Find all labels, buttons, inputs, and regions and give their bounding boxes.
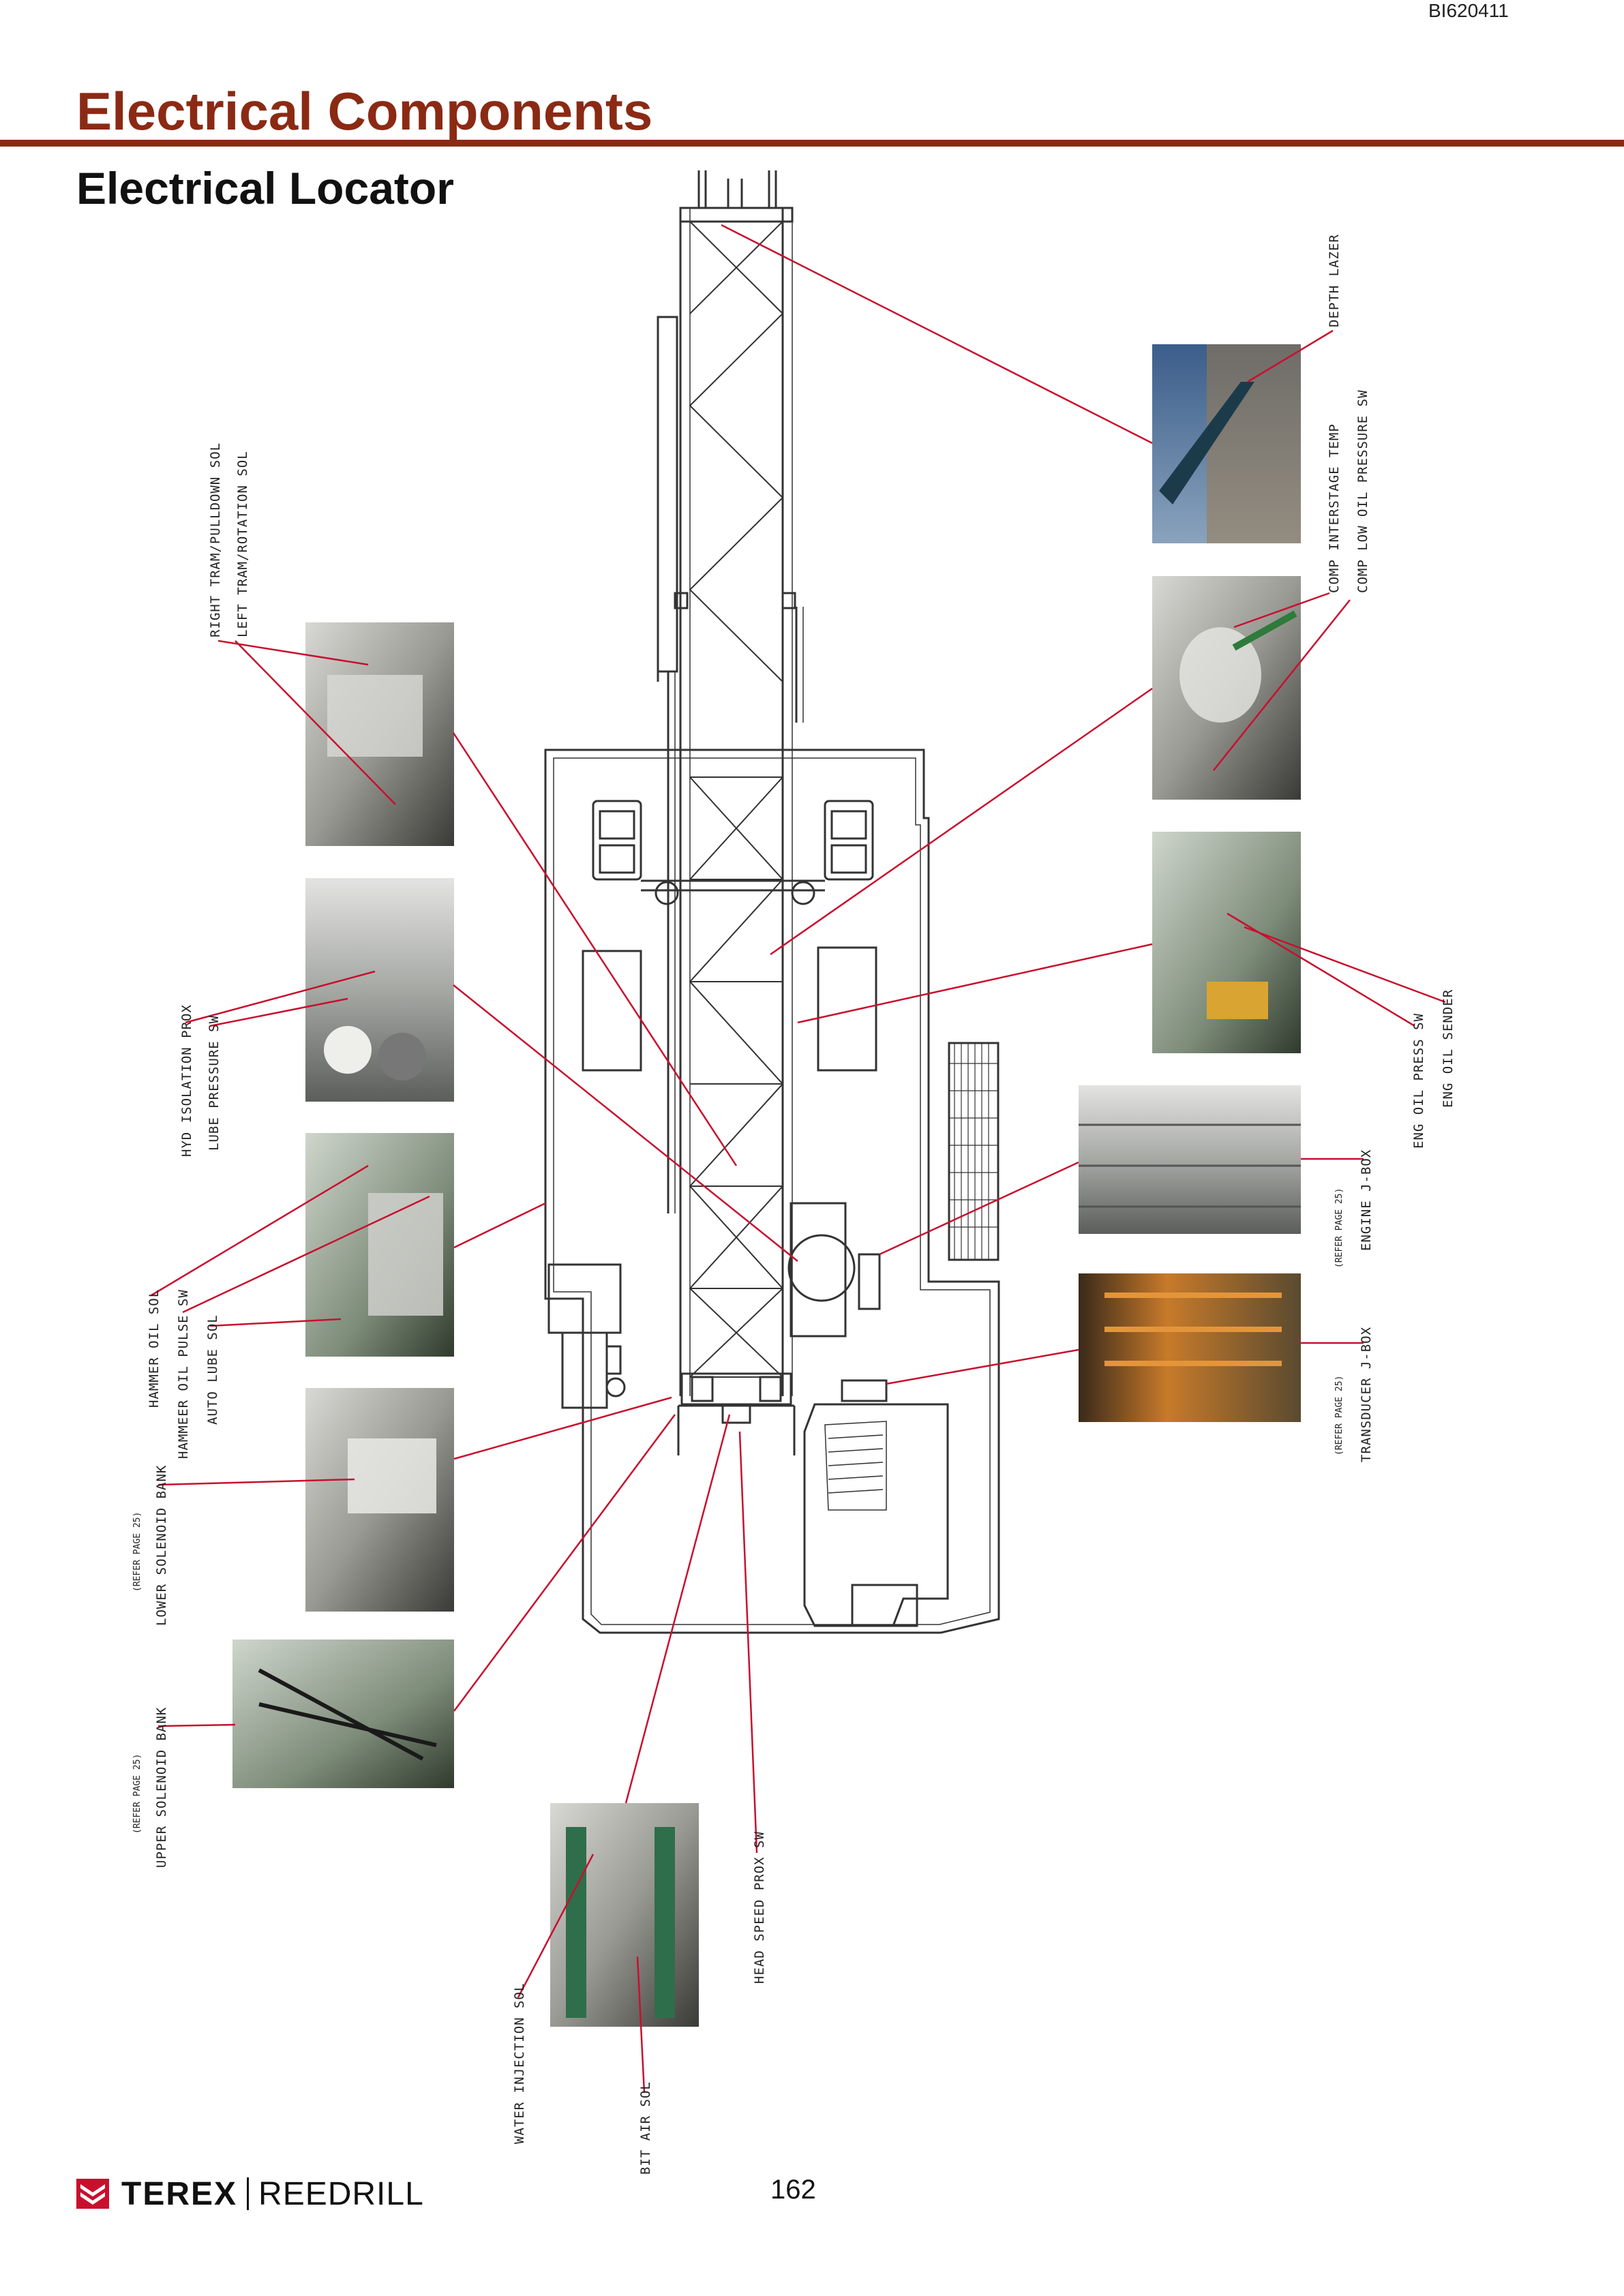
label-lube-pressure-sw: LUBE PRESSURE SW: [207, 1015, 222, 1151]
label-engine-jbox: ENGINE J-BOX: [1359, 1149, 1374, 1251]
label-upper-solenoid-ref: (REFER PAGE 25): [132, 1754, 142, 1834]
label-comp-low-oil-pressure-sw: COMP LOW OIL PRESSURE SW: [1355, 389, 1370, 593]
label-hammer-oil-pulse-sw: HAMMEER OIL PULSE SW: [176, 1289, 191, 1459]
photo-depth-lazer: [1152, 344, 1301, 543]
label-upper-solenoid-bank: UPPER SOLENOID BANK: [154, 1707, 169, 1868]
photo-water-bit-air: [550, 1803, 699, 2027]
page-title: Electrical Components: [76, 81, 653, 141]
label-right-tram-pulldown-sol: RIGHT TRAM/PULLDOWN SOL: [208, 442, 223, 637]
label-hammer-oil-sol: HAMMER OIL SOL: [147, 1289, 162, 1408]
label-eng-oil-press-sw: ENG OIL PRESS SW: [1411, 1013, 1426, 1149]
label-bit-air-sol: BIT AIR SOL: [638, 2081, 653, 2175]
page-subtitle: Electrical Locator: [76, 163, 454, 213]
title-rule: [0, 140, 1624, 147]
photo-upper-solenoid-bank: [232, 1640, 454, 1788]
footer-logo: TEREX REEDRILL: [76, 2175, 424, 2212]
label-depth-lazer: DEPTH LAZER: [1327, 234, 1342, 327]
page-number: 162: [770, 2175, 816, 2205]
label-auto-lube-sol: AUTO LUBE SOL: [205, 1314, 220, 1425]
callout-lines: [151, 224, 1446, 2094]
callout-labels: DEPTH LAZER COMP INTERSTAGE TEMP COMP LO…: [132, 234, 1456, 2175]
label-head-speed-prox-sw: HEAD SPEED PROX SW: [752, 1831, 767, 1984]
label-lower-solenoid-bank: LOWER SOLENOID BANK: [154, 1465, 169, 1626]
photo-engine-oil: [1152, 832, 1301, 1053]
drill-rig-drawing: [544, 170, 1000, 1634]
photo-engine-jbox: [1079, 1085, 1301, 1234]
label-eng-oil-sender: ENG OIL SENDER: [1441, 989, 1456, 1108]
label-transducer-jbox-ref: (REFER PAGE 25): [1334, 1376, 1344, 1455]
label-left-tram-rotation-sol: LEFT TRAM/ROTATION SOL: [235, 451, 250, 637]
label-comp-interstage-temp: COMP INTERSTAGE TEMP: [1327, 423, 1342, 593]
document-id: BI620411: [1428, 0, 1509, 21]
label-engine-jbox-ref: (REFER PAGE 25): [1334, 1188, 1344, 1268]
photo-tram-solenoids: [305, 622, 454, 846]
label-water-injection-sol: WATER INJECTION SOL: [512, 1983, 527, 2144]
brand-separator: [247, 2177, 250, 2210]
photo-hyd-isolation: [305, 878, 454, 1102]
photo-lower-solenoid-bank: [305, 1388, 454, 1612]
photo-compressor: [1152, 576, 1301, 800]
photo-transducer-jbox: [1079, 1273, 1301, 1422]
brand-secondary: REEDRILL: [258, 2175, 424, 2212]
label-transducer-jbox: TRANSDUCER J-BOX: [1359, 1327, 1374, 1462]
terex-logo-icon: [76, 2179, 109, 2209]
label-lower-solenoid-ref: (REFER PAGE 25): [132, 1512, 142, 1592]
label-hyd-isolation-prox: HYD ISOLATION PROX: [179, 1004, 194, 1157]
brand-primary: TEREX: [121, 2175, 238, 2212]
